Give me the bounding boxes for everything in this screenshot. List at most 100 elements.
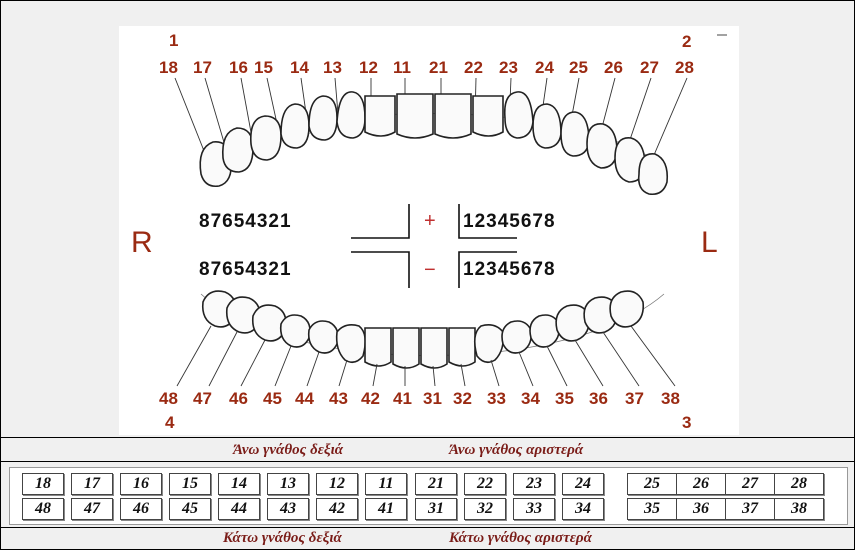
tooth-button-33[interactable]: 33 [513,498,555,520]
upper-number-14: 14 [290,58,309,77]
tooth-button-25[interactable]: 25 [627,473,677,495]
tooth-button-38[interactable]: 38 [774,498,824,520]
tooth-button-27[interactable]: 27 [725,473,775,495]
tooth-32 [449,328,475,366]
lower-number-38: 38 [661,389,680,408]
tooth-34 [502,321,531,353]
divider [1,527,854,528]
tooth-16 [251,116,281,160]
tooth-button-42[interactable]: 42 [316,498,358,520]
tooth-button-32[interactable]: 32 [464,498,506,520]
dental-chart-diagram: 1 2 3 4 18 17 16 15 14 13 12 11 21 22 [119,26,739,435]
tooth-42 [365,328,391,366]
tooth-button-11[interactable]: 11 [365,473,407,495]
tooth-38 [610,291,643,327]
lower-number-33: 33 [487,389,506,408]
upper-arch [200,92,667,194]
upper-right-jaw-header: Άνω γνάθος δεξιά [233,442,343,459]
tooth-button-45[interactable]: 45 [169,498,211,520]
tooth-43 [337,325,366,362]
mid-lower-right-digits: 87654321 [199,259,292,280]
upper-number-23: 23 [499,58,518,77]
lower-arch [201,291,664,368]
quadrant-4-label: 4 [165,413,175,432]
tooth-14 [309,96,337,140]
tooth-button-36[interactable]: 36 [676,498,726,520]
tooth-23 [505,92,533,138]
tooth-button-41[interactable]: 41 [365,498,407,520]
tooth-45 [281,315,310,347]
tooth-button-22[interactable]: 22 [464,473,506,495]
tooth-17 [223,128,253,172]
lower-number-41: 41 [393,389,412,408]
tooth-button-18[interactable]: 18 [22,473,64,495]
tooth-button-16[interactable]: 16 [120,473,162,495]
tooth-button-31[interactable]: 31 [415,498,457,520]
tooth-button-13[interactable]: 13 [267,473,309,495]
tooth-25 [561,112,589,156]
upper-number-24: 24 [535,58,554,77]
upper-number-26: 26 [604,58,623,77]
lower-number-47: 47 [193,389,212,408]
lower-number-43: 43 [329,389,348,408]
lower-number-31: 31 [423,389,442,408]
tooth-button-44[interactable]: 44 [218,498,260,520]
left-side-label: L [701,226,718,259]
lower-number-35: 35 [555,389,574,408]
lower-right-jaw-header: Κάτω γνάθος δεξιά [223,530,342,547]
lower-number-45: 45 [263,389,282,408]
upper-number-22: 22 [464,58,483,77]
right-side-label: R [131,226,153,259]
tooth-button-26[interactable]: 26 [676,473,726,495]
teeth-illustration: 1 2 3 4 18 17 16 15 14 13 12 11 21 22 [119,26,739,435]
upper-left-jaw-header: Άνω γνάθος αριστερά [449,442,583,459]
tooth-31 [421,328,447,368]
diagram-area: 1 2 3 4 18 17 16 15 14 13 12 11 21 22 [1,1,854,438]
lower-minus-sign: − [424,259,436,281]
lower-number-34: 34 [521,389,540,408]
tooth-button-28[interactable]: 28 [774,473,824,495]
upper-number-25: 25 [569,58,588,77]
lower-number-36: 36 [589,389,608,408]
tooth-button-21[interactable]: 21 [415,473,457,495]
lower-number-44: 44 [295,389,314,408]
tooth-button-24[interactable]: 24 [562,473,604,495]
tooth-33 [475,325,504,362]
tooth-44 [309,321,338,353]
tooth-button-46[interactable]: 46 [120,498,162,520]
tooth-button-14[interactable]: 14 [218,473,260,495]
tooth-button-37[interactable]: 37 [725,498,775,520]
upper-plus-sign: + [424,210,436,232]
tooth-button-47[interactable]: 47 [71,498,113,520]
divider [1,461,854,462]
tooth-13 [337,92,365,138]
tooth-button-35[interactable]: 35 [627,498,677,520]
upper-number-15: 15 [254,58,273,77]
upper-number-17: 17 [193,58,212,77]
lower-number-37: 37 [625,389,644,408]
mid-upper-left-digits: 12345678 [463,211,556,232]
tooth-26 [587,124,617,168]
upper-number-12: 12 [359,58,378,77]
tooth-button-15[interactable]: 15 [169,473,211,495]
tooth-28 [639,154,668,194]
upper-tooth-numbers: 18 17 16 15 14 13 12 11 21 22 23 24 25 2… [159,58,694,77]
tooth-button-23[interactable]: 23 [513,473,555,495]
tooth-35 [530,315,559,347]
tooth-24 [533,104,561,148]
upper-number-11: 11 [393,58,411,77]
lower-number-48: 48 [159,389,178,408]
tooth-22 [473,96,503,136]
tooth-button-17[interactable]: 17 [71,473,113,495]
quadrant-3-label: 3 [682,413,691,432]
upper-number-16: 16 [229,58,248,77]
lower-tooth-numbers: 48 47 46 45 44 43 42 41 31 32 33 34 35 3… [159,389,680,408]
tooth-button-43[interactable]: 43 [267,498,309,520]
quadrant-1-label: 1 [169,31,178,50]
tooth-button-34[interactable]: 34 [562,498,604,520]
tooth-button-48[interactable]: 48 [22,498,64,520]
tooth-button-12[interactable]: 12 [316,473,358,495]
lower-number-46: 46 [229,389,248,408]
